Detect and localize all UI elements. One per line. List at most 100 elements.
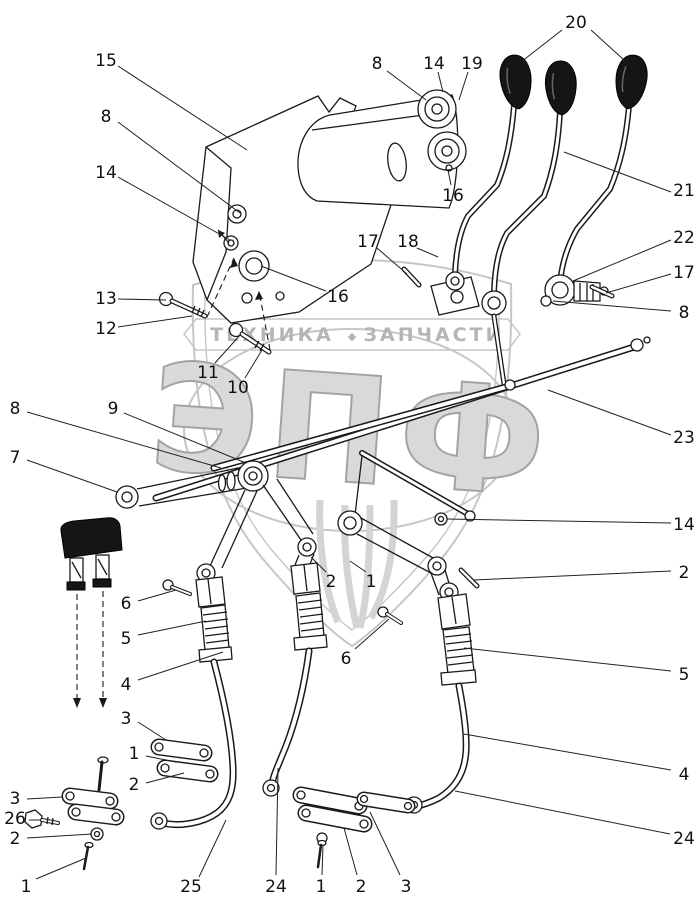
callout-label-21: 21	[673, 181, 695, 201]
leader-line-2	[145, 772, 185, 784]
leader-line-24	[454, 790, 671, 835]
callout-label-9: 9	[108, 399, 119, 419]
leader-line-6	[137, 589, 177, 602]
part-linkage-middle	[262, 553, 403, 797]
callout-label-3: 3	[121, 709, 132, 729]
callout-label-1: 1	[21, 877, 32, 897]
part-link-plates	[24, 738, 416, 871]
part-connector-block	[60, 517, 123, 708]
callout-label-17: 17	[673, 263, 695, 283]
callout-label-19: 19	[461, 54, 483, 74]
callout-label-4: 4	[679, 765, 690, 785]
part-control-levers	[452, 54, 648, 295]
callout-label-20: 20	[565, 13, 587, 33]
part-valve-body	[297, 89, 467, 209]
lever-knob-icon	[499, 54, 532, 110]
leader-line-1	[349, 560, 367, 573]
callout-label-16: 16	[327, 287, 349, 307]
watermark-banner-right-text: ЗАПЧАСТИ	[364, 324, 505, 346]
callout-label-2: 2	[356, 877, 367, 897]
callout-label-6: 6	[121, 594, 132, 614]
callout-label-17: 17	[357, 232, 379, 252]
callout-label-3: 3	[10, 789, 21, 809]
leader-line-14	[437, 71, 444, 93]
leader-line-4	[137, 651, 224, 681]
callout-label-8: 8	[101, 107, 112, 127]
callout-label-26: 26	[4, 809, 26, 829]
callout-label-6: 6	[341, 649, 352, 669]
callout-label-10: 10	[227, 378, 249, 398]
part-bolts	[158, 257, 272, 355]
leader-line-5	[463, 647, 672, 672]
leader-line-6	[354, 618, 390, 650]
leader-line-23	[547, 389, 672, 436]
leader-line-16	[260, 265, 327, 292]
leader-line-20	[520, 29, 563, 63]
leader-line-5	[137, 620, 207, 636]
callout-label-5: 5	[121, 629, 132, 649]
leader-line-3	[26, 796, 63, 800]
callout-label-1: 1	[366, 572, 377, 592]
callout-label-1: 1	[316, 877, 327, 897]
lever-knob-icon	[544, 60, 577, 116]
callout-label-2: 2	[326, 572, 337, 592]
leader-line-8	[386, 70, 427, 101]
callout-label-8: 8	[372, 54, 383, 74]
watermark-banner-separator-icon: ◆	[348, 330, 357, 343]
leader-line-2	[26, 833, 93, 839]
callout-label-15: 15	[95, 51, 117, 71]
callout-label-13: 13	[95, 289, 117, 309]
leader-line-4	[463, 733, 672, 771]
leader-line-12	[117, 315, 193, 328]
leader-line-1	[321, 844, 324, 876]
callout-label-7: 7	[10, 448, 21, 468]
leader-line-20	[590, 29, 625, 61]
leader-line-8	[117, 121, 241, 214]
callout-label-3: 3	[401, 877, 412, 897]
leader-line-2	[343, 827, 358, 876]
leader-line-3	[137, 721, 167, 741]
part-long-rods	[152, 336, 651, 522]
leader-line-13	[117, 298, 167, 301]
callout-label-25: 25	[180, 877, 202, 897]
leader-line-10	[244, 349, 263, 379]
callout-label-23: 23	[673, 428, 695, 448]
leader-line-18	[416, 247, 439, 258]
callout-label-14: 14	[95, 163, 117, 183]
callout-label-24: 24	[673, 829, 695, 849]
part-linkage-left	[150, 489, 258, 830]
callout-label-8: 8	[679, 303, 690, 323]
leader-line-1	[145, 755, 177, 763]
callout-label-24: 24	[265, 877, 287, 897]
leader-line-22	[572, 239, 672, 282]
callout-label-5: 5	[679, 665, 690, 685]
callout-label-11: 11	[197, 363, 219, 383]
part-bellcrank-arms	[115, 455, 480, 589]
leader-line-21	[563, 151, 672, 193]
leader-line-8	[552, 300, 672, 312]
lever-knob-icon	[615, 54, 648, 110]
leader-line-25	[198, 819, 227, 878]
callout-label-14: 14	[673, 515, 695, 535]
callout-label-12: 12	[95, 319, 117, 339]
leader-line-8	[26, 411, 222, 469]
callout-label-2: 2	[10, 829, 21, 849]
callout-label-16: 16	[442, 186, 464, 206]
leader-line-11	[214, 333, 242, 364]
leader-line-2	[473, 570, 672, 581]
part-linkage-right	[405, 569, 477, 814]
callout-label-14: 14	[423, 54, 445, 74]
leader-line-17	[605, 273, 672, 294]
leader-line-14	[446, 518, 672, 524]
callout-label-1: 1	[129, 744, 140, 764]
callout-label-18: 18	[397, 232, 419, 252]
callout-label-4: 4	[121, 675, 132, 695]
callout-label-2: 2	[679, 563, 690, 583]
leader-line-9	[123, 412, 247, 464]
callout-label-22: 22	[673, 228, 695, 248]
leader-line-16	[447, 169, 452, 186]
leader-line-3	[369, 811, 401, 876]
part-lever-ball-joints	[401, 266, 615, 387]
